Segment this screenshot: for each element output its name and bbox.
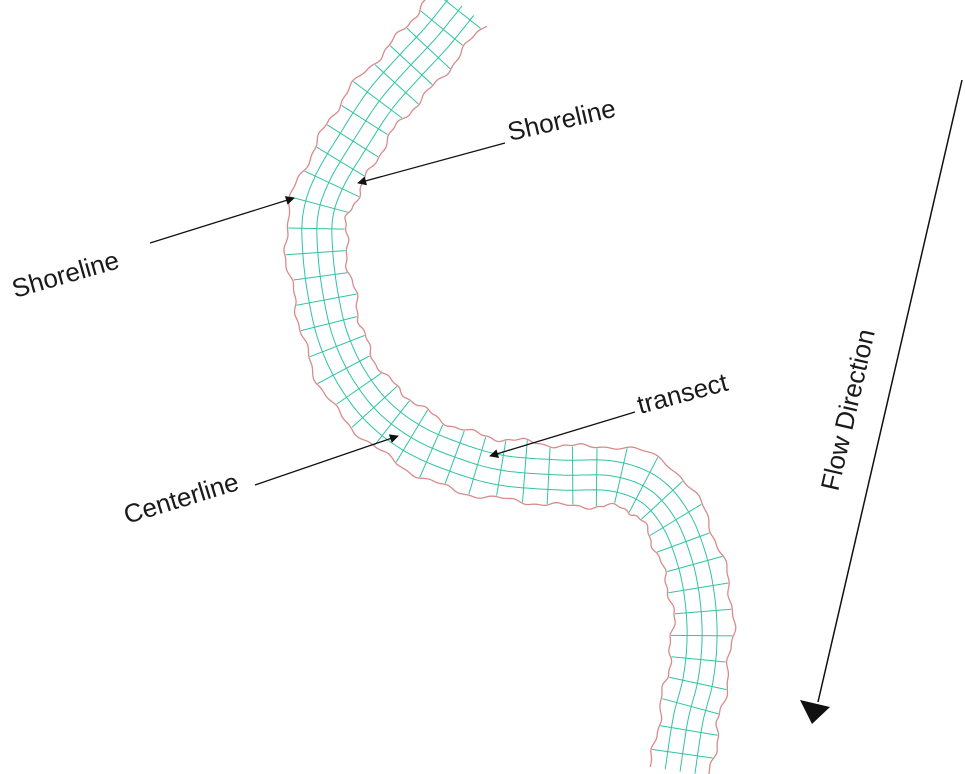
longitudinal-grid-line (331, 15, 718, 774)
transect-line (395, 409, 429, 463)
transect-line (628, 456, 659, 513)
transect-line (296, 293, 357, 306)
longitudinal-grid-line (301, 0, 688, 770)
transect-line (420, 10, 463, 46)
shoreline-top-label: Shoreline (505, 93, 619, 147)
flow-direction-label: Flow Direction (815, 326, 881, 493)
transect-line (669, 676, 727, 691)
transect-line (351, 386, 398, 428)
shoreline-left-label: Shoreline (8, 245, 122, 304)
transect-line (285, 250, 346, 256)
transect-line (595, 448, 598, 507)
transect-line (614, 448, 628, 504)
transect-line (290, 196, 348, 213)
flow-direction-arrowhead (800, 700, 830, 724)
transect-label: transect (634, 367, 732, 420)
transect-line (443, 0, 481, 29)
transect-line (656, 532, 710, 553)
shoreline-left-bank (283, 0, 676, 768)
transect-line (671, 656, 726, 663)
transect-line (468, 436, 487, 495)
transect-line (522, 440, 528, 503)
transect-line (496, 440, 507, 496)
transect-line (327, 124, 379, 158)
centerline-leader (254, 434, 399, 486)
transect-line (341, 104, 388, 136)
transect-line (317, 355, 370, 384)
transect-line (419, 424, 444, 478)
transect-line (353, 81, 403, 119)
transect-line (662, 698, 719, 715)
transect-line (406, 27, 451, 70)
centerline-label: Centerline (120, 466, 242, 529)
transect-grid (285, 0, 733, 774)
transect-line (304, 170, 360, 198)
transect-line (667, 555, 723, 573)
transect-line (674, 608, 732, 615)
flow-direction-arrow (817, 79, 963, 703)
centerline (316, 5, 703, 772)
shoreline-right-bank (344, 25, 737, 774)
transect-line (374, 64, 419, 105)
transect-line (660, 725, 718, 736)
shoreline-left-leader (149, 196, 295, 244)
shoreline-top-leader (357, 142, 506, 186)
transect-line (546, 447, 551, 505)
transect-leader (489, 411, 636, 458)
transect-line (374, 400, 410, 446)
transect-line (309, 335, 365, 358)
